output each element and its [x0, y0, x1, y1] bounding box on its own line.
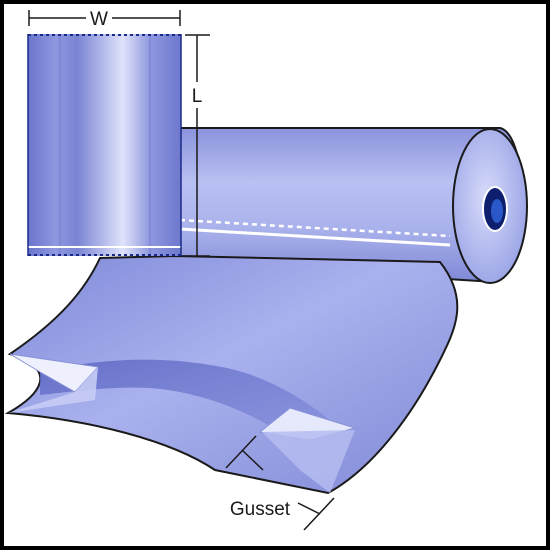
seal-line	[179, 227, 451, 247]
length-dimension: L	[185, 34, 210, 257]
gusset-label: Gusset	[230, 499, 291, 520]
width-dimension: W	[28, 9, 181, 30]
width-label: W	[90, 9, 108, 30]
length-label: L	[192, 86, 203, 107]
perforation-line	[179, 218, 451, 238]
bag-opening	[40, 359, 340, 445]
gusset-dimension: Gusset	[225, 435, 335, 531]
bag-panel	[28, 34, 181, 256]
